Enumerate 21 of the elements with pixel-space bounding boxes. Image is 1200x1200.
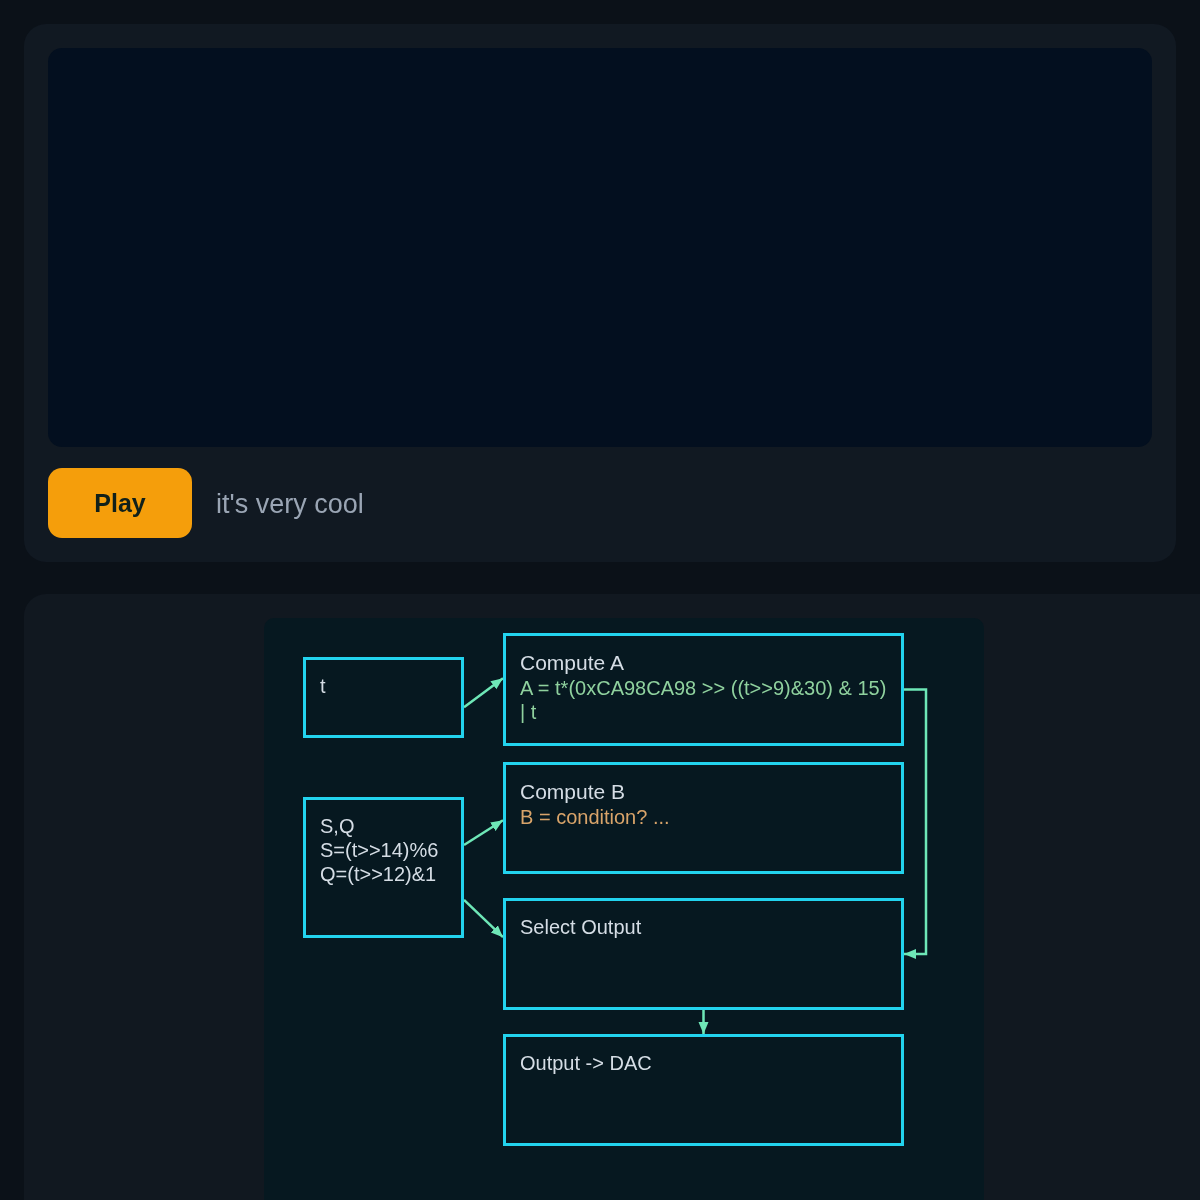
arrow: [463, 819, 504, 846]
node-title: Compute B: [520, 779, 626, 805]
arrow: [904, 688, 928, 959]
process-box: [503, 762, 904, 874]
arrow: [698, 1010, 709, 1034]
code-expression: B = condition? ...: [520, 805, 670, 829]
node-label: Output -> DAC: [520, 1051, 652, 1075]
node-label: S,Q S=(t>>14)%6 Q=(t>>12)&1: [320, 814, 440, 886]
description-text: it's very cool: [216, 488, 364, 520]
process-box: [303, 657, 464, 738]
node-label: t: [320, 674, 326, 698]
process-box: [503, 633, 904, 746]
process-box: [503, 1034, 904, 1146]
node-label: Select Output: [520, 915, 642, 939]
arrow: [463, 899, 504, 939]
arrow: [463, 677, 504, 709]
process-box: [503, 898, 904, 1010]
process-box: [303, 797, 464, 938]
code-expression: A = t*(0xCA98CA98 >> ((t>>9)&30) & 15) | t: [520, 676, 888, 724]
node-title: Compute A: [520, 650, 624, 676]
play-button: Play: [48, 468, 192, 538]
